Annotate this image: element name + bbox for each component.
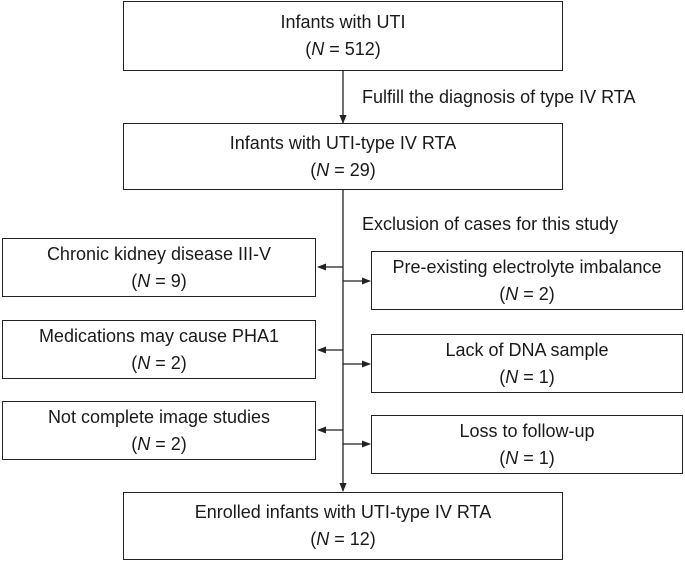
box-exclusion-follow-up: Loss to follow-up (N = 1) [371, 415, 683, 474]
box-count: (N = 29) [310, 159, 376, 180]
box-count: (N = 2) [131, 352, 187, 373]
box-count: (N = 2) [499, 283, 555, 304]
box-uti-type-iv-rta: Infants with UTI-type IV RTA (N = 29) [123, 123, 563, 190]
step-label-diagnosis: Fulfill the diagnosis of type IV RTA [362, 87, 636, 107]
box-count: (N = 9) [131, 270, 187, 291]
box-exclusion-medications: Medications may cause PHA1 (N = 2) [2, 320, 316, 379]
box-title: Infants with UTI-type IV RTA [229, 132, 457, 153]
box-title: Lack of DNA sample [445, 339, 609, 360]
box-title: Infants with UTI [280, 12, 406, 32]
box-title: Pre-existing electrolyte imbalance [392, 256, 662, 277]
box-exclusion-image-studies: Not complete image studies (N = 2) [2, 401, 316, 460]
box-exclusion-dna-sample: Lack of DNA sample (N = 1) [371, 334, 683, 393]
step-label-exclusion: Exclusion of cases for this study [362, 214, 619, 234]
box-title: Medications may cause PHA1 [38, 325, 280, 346]
box-count: (N = 12) [310, 529, 376, 549]
box-title: Loss to follow-up [459, 420, 595, 441]
box-enrolled-infants: Enrolled infants with UTI-type IV RTA (N… [123, 492, 563, 560]
box-count: (N = 1) [499, 366, 555, 387]
box-exclusion-ckd: Chronic kidney disease III-V (N = 9) [2, 238, 316, 297]
box-count: (N = 512) [305, 39, 381, 59]
box-title: Chronic kidney disease III-V [46, 243, 272, 264]
box-title: Enrolled infants with UTI-type IV RTA [194, 502, 492, 522]
box-count: (N = 1) [499, 447, 555, 468]
box-exclusion-electrolyte: Pre-existing electrolyte imbalance (N = … [371, 251, 683, 310]
box-title: Not complete image studies [47, 406, 271, 427]
box-infants-with-uti: Infants with UTI (N = 512) [123, 1, 563, 71]
box-count: (N = 2) [131, 433, 187, 454]
